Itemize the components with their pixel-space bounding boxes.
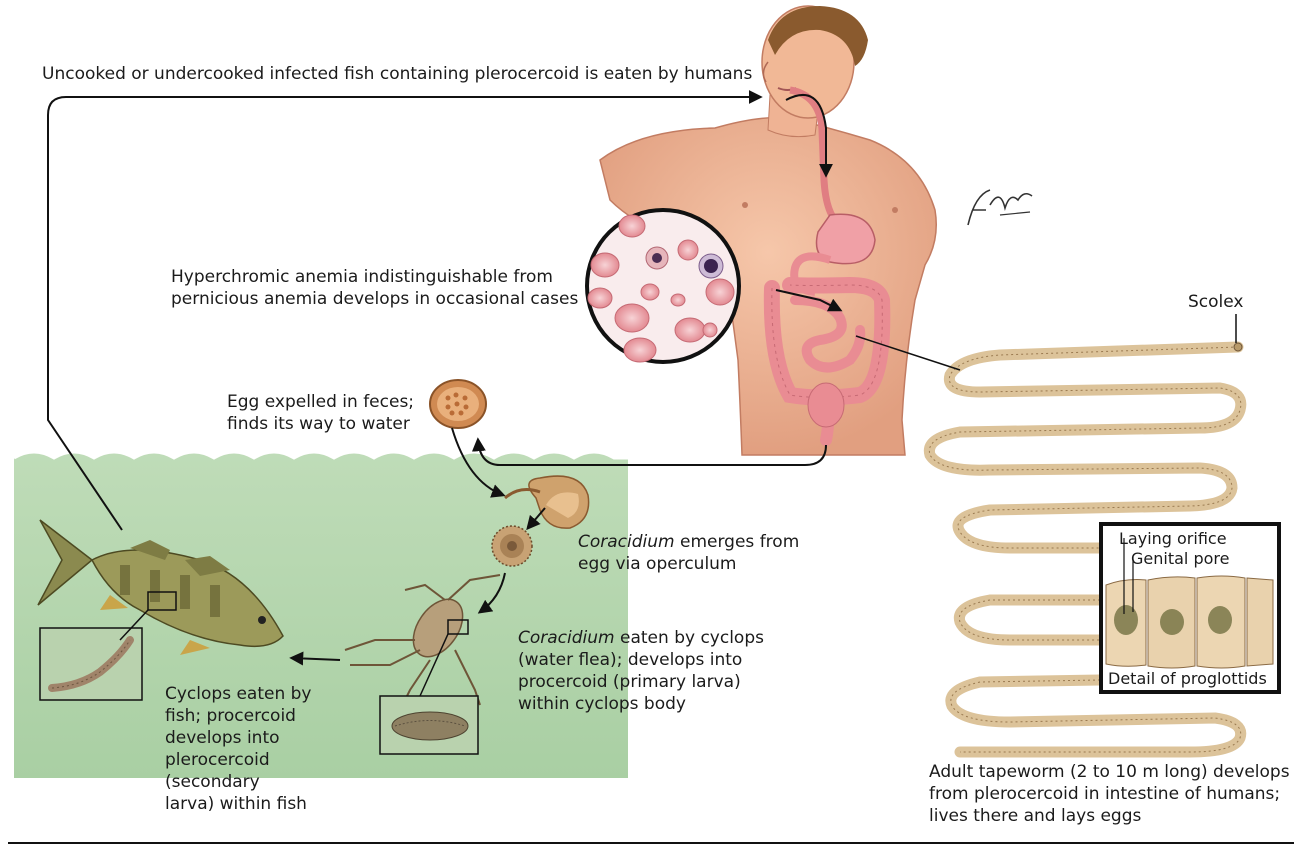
cyclops bbox=[344, 574, 501, 711]
water-body bbox=[13, 450, 628, 778]
signature-mark bbox=[967, 189, 1033, 226]
egg bbox=[429, 379, 487, 429]
coracidium-emerges-line2: egg via operculum bbox=[578, 554, 737, 574]
coracidium-emerges-rest: emerges from bbox=[674, 532, 800, 552]
fish-caption-line3: develops into bbox=[165, 728, 280, 748]
ingestion-caption: Uncooked or undercooked infected fish co… bbox=[42, 64, 753, 84]
procercoid-inset bbox=[379, 633, 479, 755]
genital-pore-label: Genital pore bbox=[1131, 549, 1230, 568]
cyclops-caption-line4: within cyclops body bbox=[518, 694, 686, 714]
life-cycle-arrows bbox=[47, 90, 843, 666]
anemia-caption-line1: Hyperchromic anemia indistinguishable fr… bbox=[171, 267, 553, 287]
coracidium bbox=[491, 525, 533, 567]
cyclops-caption-line2: (water flea); develops into bbox=[518, 650, 743, 670]
fish bbox=[37, 519, 284, 655]
laying-orifice-label: Laying orifice bbox=[1119, 529, 1227, 548]
egg-caption-line2: finds its way to water bbox=[227, 414, 410, 434]
open-egg bbox=[504, 475, 590, 529]
blood-smear-inset bbox=[585, 208, 741, 364]
coracidium-term-2: Coracidium bbox=[518, 628, 615, 648]
cyclops-caption-rest: eaten by cyclops bbox=[614, 628, 764, 648]
fish-caption-line6: larva) within fish bbox=[165, 794, 307, 814]
adult-caption-line1: Adult tapeworm (2 to 10 m long) develops bbox=[929, 762, 1290, 782]
adult-caption-line2: from plerocercoid in intestine of humans… bbox=[929, 784, 1281, 804]
detail-proglottids-label: Detail of proglottids bbox=[1108, 669, 1267, 688]
egg-caption-line1: Egg expelled in feces; bbox=[227, 392, 415, 412]
adult-caption-line3: lives there and lays eggs bbox=[929, 806, 1142, 826]
adult-tapeworm bbox=[855, 314, 1247, 758]
anemia-caption-line2: pernicious anemia develops in occasional… bbox=[171, 289, 579, 309]
human-figure bbox=[599, 5, 937, 456]
cyclops-caption-line1: Coracidium eaten by cyclops bbox=[518, 628, 764, 649]
coracidium-emerges-caption: Coracidium emerges from bbox=[578, 532, 799, 553]
fish-caption-line4: plerocercoid bbox=[165, 750, 270, 770]
scolex-label: Scolex bbox=[1188, 292, 1244, 312]
fish-caption-line1: Cyclops eaten by bbox=[165, 684, 312, 704]
coracidium-term: Coracidium bbox=[578, 532, 675, 552]
fish-caption-line2: fish; procercoid bbox=[165, 706, 296, 726]
cyclops-caption-line3: procercoid (primary larva) bbox=[518, 672, 741, 692]
plerocercoid-inset bbox=[39, 609, 149, 701]
proglottid-detail-box bbox=[1099, 522, 1281, 694]
fish-caption-line5: (secondary bbox=[165, 772, 260, 792]
